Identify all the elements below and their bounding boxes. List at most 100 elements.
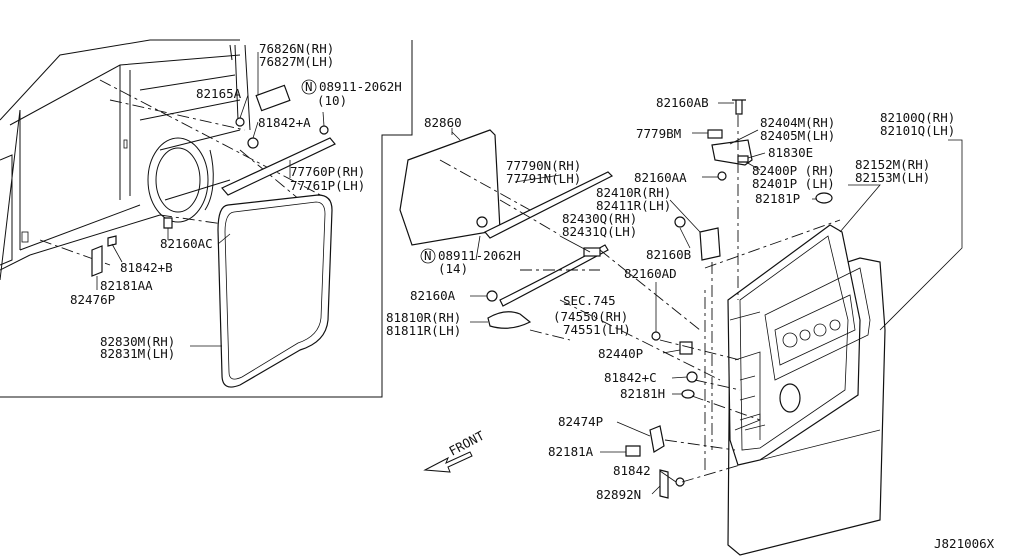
assembly-lines-middle xyxy=(439,159,600,341)
window-opening xyxy=(764,267,871,381)
plug-82181h-icon xyxy=(681,389,695,399)
label-82476p: 82476P xyxy=(70,292,115,307)
van-body xyxy=(0,39,251,281)
label-82404m: 82404M(RH) xyxy=(760,115,835,130)
label-77761p: 77761P(LH) xyxy=(290,178,365,193)
bolt-82160b-icon xyxy=(674,216,686,228)
nut-symbol-b-letter: N xyxy=(424,248,432,263)
leader-lines-right xyxy=(600,102,963,495)
bolt-82165a-icon xyxy=(235,117,245,127)
plug-82181p-icon xyxy=(815,192,833,204)
label-81811r: 81811R(LH) xyxy=(386,323,461,338)
diagram-id: J821006X xyxy=(934,536,995,551)
label-82401p: 82401P (LH) xyxy=(752,176,835,191)
inset-frame xyxy=(0,40,413,398)
label-82152m: 82152M(RH) xyxy=(855,157,930,172)
label-82430q: 82430Q(RH) xyxy=(562,211,637,226)
label-77790n: 77790N(RH) xyxy=(506,158,581,173)
label-82400p: 82400P (RH) xyxy=(752,163,835,178)
label-82440p: 82440P xyxy=(598,346,643,361)
back-door-assembly xyxy=(727,224,886,556)
nut-symbol-a: N xyxy=(301,79,317,95)
bracket-82892n-part xyxy=(659,469,669,499)
label-81842c: 81842+C xyxy=(604,370,657,385)
front-arrow: FRONT xyxy=(423,428,487,473)
clip-81842a-icon xyxy=(247,137,259,149)
leader-lines-left xyxy=(96,52,325,347)
nut-symbol-a-letter: N xyxy=(305,79,313,94)
screw-82181a-icon xyxy=(625,445,641,457)
label-81842: 81842 xyxy=(613,463,651,478)
label-81842a: 81842+A xyxy=(258,115,311,130)
label-82405m: 82405M(LH) xyxy=(760,128,835,143)
label-77760p: 77760P(RH) xyxy=(290,164,365,179)
striker-cover-part xyxy=(255,84,291,112)
label-08911b-qty: (14) xyxy=(438,261,468,276)
nut-08911-b-icon xyxy=(476,216,488,228)
label-82411r: 82411R(LH) xyxy=(596,198,671,213)
label-08911a-qty: (10) xyxy=(317,93,347,108)
trim-panel-82860 xyxy=(399,129,501,246)
label-08911a: 08911-2062H xyxy=(319,79,402,94)
rod-part xyxy=(499,244,609,307)
part-labels: 76826N(RH) 76827M(LH) 08911-2062H (10) 8… xyxy=(70,41,995,551)
assembly-lines-right xyxy=(559,115,841,483)
label-82160ab: 82160AB xyxy=(656,95,709,110)
label-82474p: 82474P xyxy=(558,414,603,429)
label-82181a: 82181A xyxy=(548,444,594,459)
screw-82160a-icon xyxy=(486,290,498,302)
label-7779bm: 7779BM xyxy=(636,126,681,141)
label-76827m: 76827M(LH) xyxy=(259,54,334,69)
label-81842b: 81842+B xyxy=(120,260,173,275)
screw-82160ad-icon xyxy=(651,331,661,341)
nut-82160aa-icon xyxy=(717,171,727,181)
nut-08911-icon xyxy=(319,125,329,135)
label-82100q: 82100Q(RH) xyxy=(880,110,955,125)
label-82410r: 82410R(RH) xyxy=(596,185,671,200)
label-82181p: 82181P xyxy=(755,191,800,206)
label-sec745: SEC.745 xyxy=(563,293,616,308)
label-74550: (74550(RH) xyxy=(553,309,628,324)
front-arrow-icon xyxy=(423,451,473,473)
label-82165a: 82165A xyxy=(196,86,242,101)
clip-7779bm-part xyxy=(707,129,723,139)
door-seal-weatherstrip xyxy=(217,194,333,388)
right-small-parts xyxy=(625,99,833,499)
bracket-82476p-part xyxy=(91,245,103,277)
clip-82430-part xyxy=(583,247,601,257)
label-81810r: 81810R(RH) xyxy=(386,310,461,325)
label-77791n: 77791N(LH) xyxy=(506,171,581,186)
label-82160b: 82160B xyxy=(646,247,691,262)
nut-symbol-b: N xyxy=(420,248,436,264)
label-82181h: 82181H xyxy=(620,386,665,401)
label-82101q: 82101Q(LH) xyxy=(880,123,955,138)
left-small-parts xyxy=(91,84,336,277)
label-82153m: 82153M(LH) xyxy=(855,170,930,185)
leader-lines-middle xyxy=(451,128,591,323)
label-82160ac: 82160AC xyxy=(160,236,213,251)
rail-cover-part xyxy=(221,137,336,196)
door-handle-recess xyxy=(779,383,801,413)
handle-81810-part xyxy=(487,311,532,329)
label-82160a: 82160A xyxy=(410,288,456,303)
label-82830m: 82830M(RH) xyxy=(100,334,175,349)
bolt-82160ab-icon xyxy=(732,99,746,115)
label-81830e: 81830E xyxy=(768,145,813,160)
clip-81842b-icon xyxy=(163,217,173,229)
label-82431q: 82431Q(LH) xyxy=(562,224,637,239)
label-82860: 82860 xyxy=(424,115,462,130)
bolt-81830e-icon xyxy=(737,155,749,163)
label-74551: 74551(LH) xyxy=(563,322,631,337)
label-82831m: 82831M(LH) xyxy=(100,346,175,361)
label-82181aa: 82181AA xyxy=(100,278,153,293)
label-82892n: 82892N xyxy=(596,487,641,502)
screw-82181aa-icon xyxy=(107,235,117,247)
label-08911b: 08911-2062H xyxy=(438,248,521,263)
cable-77790-part xyxy=(484,171,614,239)
hinge-82410-part xyxy=(699,227,721,261)
bracket-82474p-part xyxy=(649,425,665,453)
label-76826n: 76826N(RH) xyxy=(259,41,334,56)
label-82160aa: 82160AA xyxy=(634,170,687,185)
